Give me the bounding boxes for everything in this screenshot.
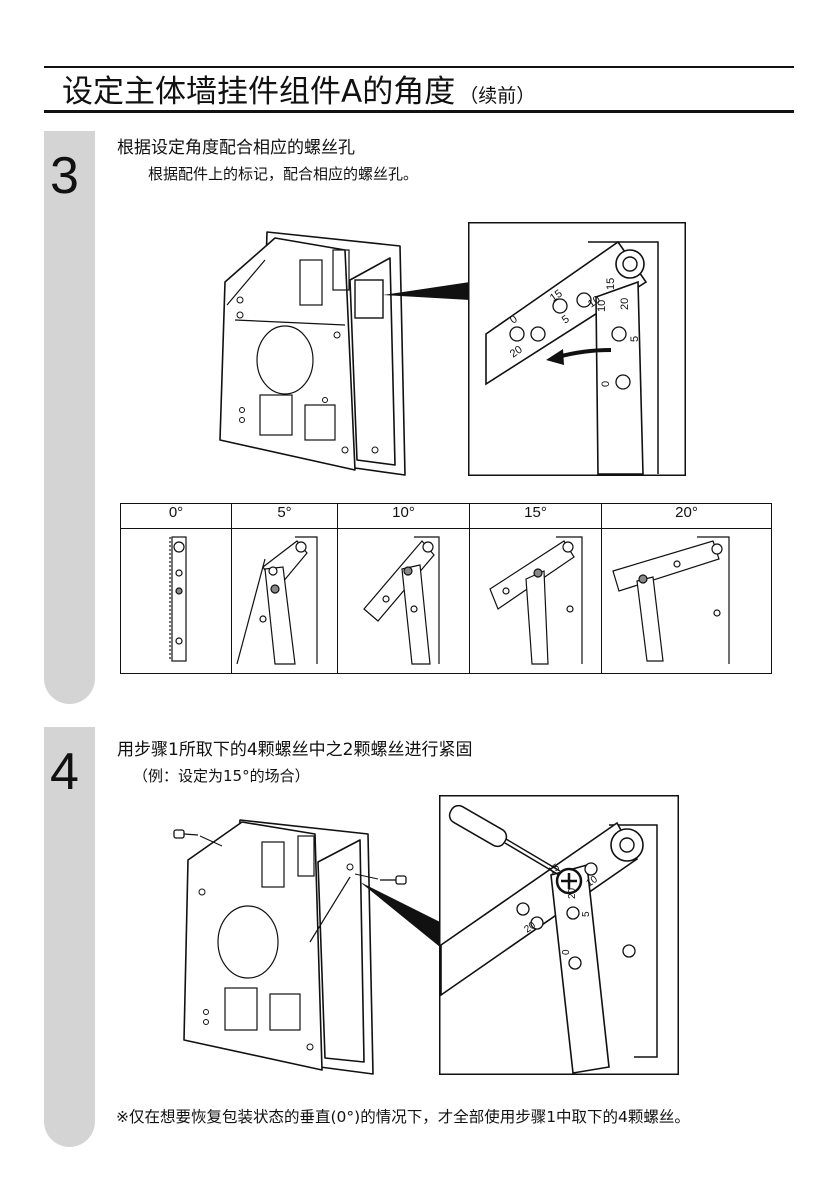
mark-label: 5: [629, 336, 641, 342]
mark-label: 0: [600, 381, 612, 387]
angle-header-0: 0°: [121, 504, 232, 529]
angle-diagram-0: [121, 529, 232, 674]
bracket-illustration-step4: [170, 812, 440, 1082]
mark-label: 10: [596, 300, 608, 312]
angle-diagram-5: [232, 529, 338, 674]
step3-sidebar: [44, 131, 95, 704]
angle-diagram-10: [338, 529, 470, 674]
hole-detail-step3: 0 15 5 10 20 15 10 20 5 0: [468, 222, 686, 476]
step3-number: 3: [50, 148, 79, 204]
step3-description: 根据配件上的标记，配合相应的螺丝孔。: [148, 163, 418, 184]
angle-header-5: 5°: [232, 504, 338, 529]
bracket-illustration-step3: [205, 220, 470, 480]
screw-detail-step4: 15 20 10 5 0 20: [439, 795, 679, 1075]
step3-heading: 根据设定角度配合相应的螺丝孔: [117, 133, 355, 158]
step4-number: 4: [50, 744, 79, 800]
page-title-suffix: （续前）: [459, 85, 535, 107]
step4-heading: 用步骤1所取下的4颗螺丝中之2颗螺丝进行紧固: [117, 735, 472, 760]
header-bottom-rule: [44, 110, 794, 113]
mark-label: 0: [561, 949, 572, 955]
mark-label: 15: [605, 278, 617, 290]
header-top-rule: [44, 66, 794, 68]
angle-diagram-20: [602, 529, 772, 674]
step4-example: （例：设定为15°的场合）: [133, 765, 310, 786]
angle-header-20: 20°: [602, 504, 772, 529]
angle-reference-table: 0° 5° 10° 15° 20°: [120, 503, 772, 674]
angle-header-10: 10°: [338, 504, 470, 529]
angle-diagram-15: [470, 529, 602, 674]
mark-label: 20: [619, 298, 631, 310]
mark-label: 20: [567, 887, 578, 899]
page-title-text: 设定主体墙挂件组件A的角度: [62, 74, 455, 110]
mark-label: 5: [581, 911, 592, 917]
angle-header-15: 15°: [470, 504, 602, 529]
footnote: ※仅在想要恢复包装状态的垂直(0°)的情况下，才全部使用步骤1中取下的4颗螺丝。: [116, 1105, 690, 1127]
